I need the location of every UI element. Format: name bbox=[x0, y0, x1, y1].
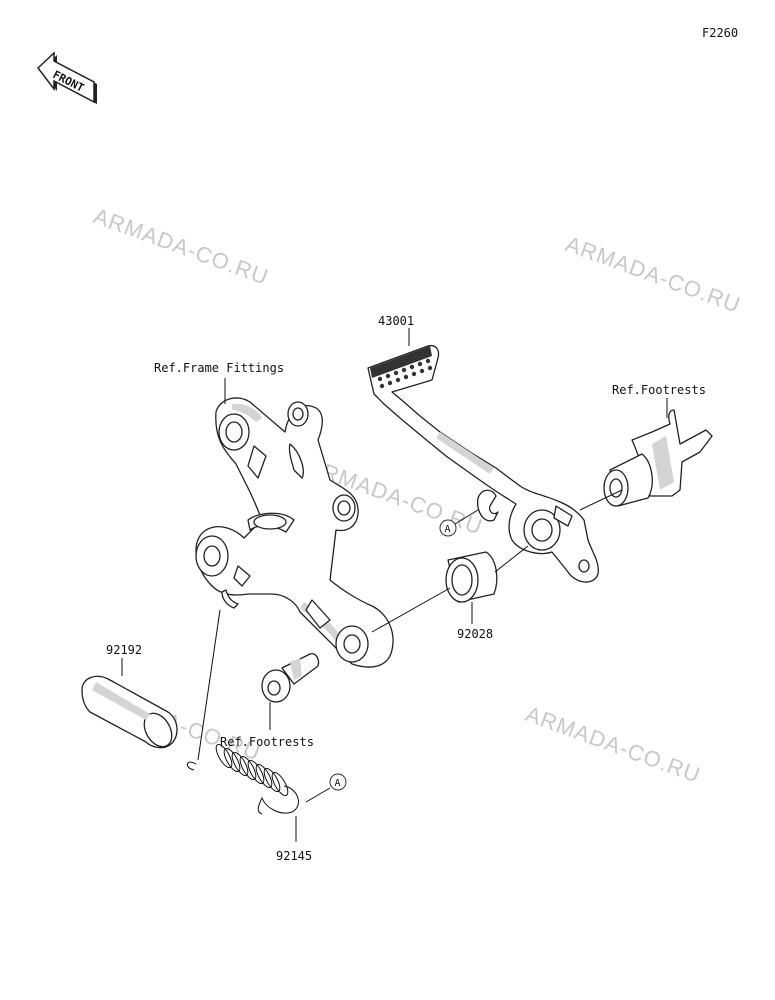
label-ref-footrests-top: Ref.Footrests bbox=[612, 383, 706, 397]
label-92192: 92192 bbox=[106, 643, 142, 657]
label-43001: 43001 bbox=[378, 314, 414, 328]
watermark-1: ARMADA-CO.RU bbox=[90, 203, 272, 290]
collar bbox=[445, 551, 498, 603]
leader-lines bbox=[121, 328, 668, 842]
footrest-bracket bbox=[195, 397, 394, 668]
pivot-bolt bbox=[261, 653, 320, 703]
return-spring bbox=[187, 743, 299, 815]
master-cylinder-clevis bbox=[603, 409, 713, 507]
label-ref-footrests-bottom: Ref.Footrests bbox=[220, 735, 314, 749]
watermark-2: ARMADA-CO.RU bbox=[562, 231, 744, 318]
brake-pedal bbox=[367, 344, 599, 583]
front-arrow-icon: FRONT bbox=[36, 51, 97, 104]
callout-a-bottom: A bbox=[329, 773, 347, 791]
label-ref-frame-fittings: Ref.Frame Fittings bbox=[154, 361, 284, 375]
sleeve-pipe bbox=[81, 675, 178, 749]
watermark-4: ARMADA-CO.RU bbox=[522, 701, 704, 788]
label-92145: 92145 bbox=[276, 849, 312, 863]
callout-a-bottom-label: A bbox=[335, 778, 341, 789]
callout-a-top-label: A bbox=[445, 524, 451, 535]
callout-a-top: A bbox=[439, 519, 457, 537]
diagram-code: F2260 bbox=[702, 26, 738, 40]
label-92028: 92028 bbox=[457, 627, 493, 641]
